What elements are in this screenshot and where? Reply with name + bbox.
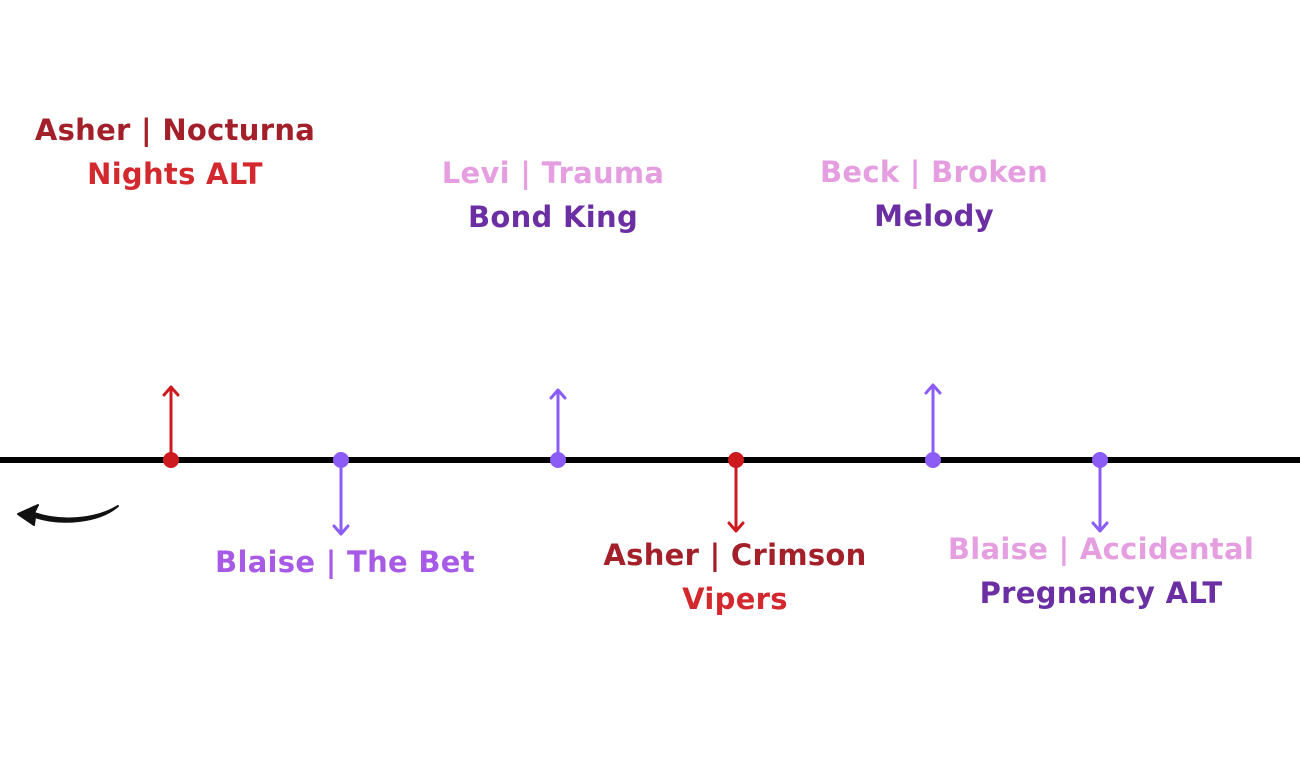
- beck-broken-label-line1: Beck | Broken: [819, 155, 1049, 189]
- asher-crimson-label-line2: Vipers: [682, 582, 788, 616]
- blaise-bet-label: Blaise | The Bet: [215, 540, 475, 584]
- timeline-markers: [162, 383, 1109, 536]
- blaise-accidental-label-line2: Pregnancy ALT: [979, 576, 1223, 610]
- asher-crimson-arrow-head: [727, 521, 745, 533]
- levi-trauma-arrow-head: [549, 388, 567, 400]
- levi-trauma-label-line2: Bond King: [467, 200, 639, 234]
- asher-crimson-label-line1: Asher | Crimson: [603, 538, 867, 572]
- beck-broken-arrow-head: [924, 383, 942, 395]
- blaise-bet-label-line1: Blaise | The Bet: [215, 545, 475, 579]
- blaise-accidental-arrow-head: [1091, 521, 1109, 533]
- asher-crimson-marker-dot: [728, 452, 744, 468]
- beck-broken-label-line2: Melody: [874, 199, 994, 233]
- blaise-accidental-label-line1: Blaise | Accidental: [947, 532, 1255, 566]
- levi-trauma-marker-dot: [550, 452, 566, 468]
- levi-trauma-label-line1: Levi | Trauma: [441, 156, 665, 190]
- curved-back-arrow-icon: [17, 504, 119, 526]
- beck-broken-marker-dot: [925, 452, 941, 468]
- asher-nocturna-label-line1: Asher | Nocturna: [34, 113, 316, 147]
- blaise-bet-marker-dot: [333, 452, 349, 468]
- asher-nocturna-arrow-head: [162, 385, 180, 397]
- asher-nocturna-label-line2: Nights ALT: [87, 157, 263, 191]
- blaise-accidental-marker-dot: [1092, 452, 1108, 468]
- blaise-bet-arrow-head: [332, 524, 350, 536]
- asher-nocturna-marker-dot: [163, 452, 179, 468]
